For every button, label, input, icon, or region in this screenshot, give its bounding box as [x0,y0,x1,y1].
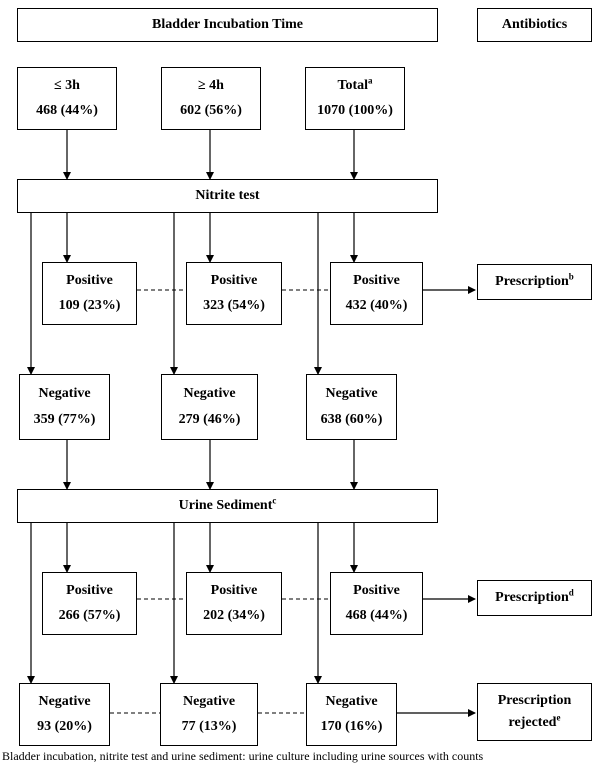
prescription-rejected-box: Prescription rejectede [477,683,592,741]
positive-label: Positive [66,583,113,599]
rejected-line1: Prescription [497,693,572,708]
group-value: 1070 (100%) [317,102,393,118]
nitrite-negative-3: Negative 638 (60%) [306,374,397,440]
prescription-b-box: Prescriptionb [477,264,592,300]
antibiotics-label: Antibiotics [501,17,568,32]
negative-label: Negative [182,694,236,710]
negative-label: Negative [325,386,378,401]
sediment-title: Urine Sediment [178,498,273,513]
sediment-negative-3: Negative 170 (16%) [306,683,397,746]
negative-value: 170 (16%) [320,718,383,734]
nitrite-negative-2: Negative 279 (46%) [161,374,258,440]
negative-value: 359 (77%) [33,412,96,427]
negative-value: 279 (46%) [178,412,241,427]
footnote-c: c [272,495,277,506]
header-antibiotics: Antibiotics [477,8,592,42]
sediment-positive-1: Positive 266 (57%) [42,572,137,635]
positive-label: Positive [210,583,258,599]
group-label-total: Totala [337,75,373,94]
positive-value: 202 (34%) [203,607,265,623]
nitrite-positive-3: Positive 432 (40%) [330,262,423,325]
figure-caption: Bladder incubation, nitrite test and uri… [2,749,484,763]
sediment-positive-3: Positive 468 (44%) [330,572,423,635]
nitrite-positive-2: Positive 323 (54%) [186,262,282,325]
footnote-b: b [568,271,574,282]
footnote-e: e [556,712,561,723]
positive-value: 109 (23%) [58,297,121,313]
positive-label: Positive [66,273,113,289]
group-box-le3h: ≤ 3h 468 (44%) [17,67,117,130]
negative-label: Negative [38,694,91,710]
group-label: ≤ 3h [54,78,80,94]
negative-label: Negative [325,694,378,710]
negative-value: 93 (20%) [37,718,92,734]
negative-value: 77 (13%) [181,718,237,734]
sediment-positive-2: Positive 202 (34%) [186,572,282,635]
urine-sediment-box: Urine Sedimentc [17,489,438,523]
prescription-label: Prescription [495,274,569,289]
sediment-negative-1: Negative 93 (20%) [19,683,110,746]
prescription-d-box: Prescriptiond [477,580,592,616]
rejected-line2: rejected [508,715,557,730]
negative-value: 638 (60%) [320,412,383,427]
nitrite-positive-1: Positive 109 (23%) [42,262,137,325]
footnote-d: d [568,587,574,598]
nitrite-test-box: Nitrite test [17,179,438,213]
positive-value: 468 (44%) [345,607,408,623]
positive-label: Positive [210,273,258,289]
header-title: Bladder Incubation Time [152,17,303,32]
group-box-total: Totala 1070 (100%) [305,67,405,130]
group-value: 602 (56%) [180,102,242,118]
nitrite-negative-1: Negative 359 (77%) [19,374,110,440]
sediment-negative-2: Negative 77 (13%) [160,683,258,746]
positive-value: 432 (40%) [345,297,408,313]
footnote-a: a [368,75,373,86]
positive-label: Positive [353,583,400,599]
positive-label: Positive [353,273,400,289]
negative-label: Negative [183,386,236,401]
group-box-ge4h: ≥ 4h 602 (56%) [161,67,261,130]
positive-value: 266 (57%) [58,607,121,623]
prescription-label: Prescription [495,590,569,605]
group-value: 468 (44%) [36,102,98,118]
negative-label: Negative [38,386,91,401]
group-label: ≥ 4h [198,78,224,94]
positive-value: 323 (54%) [203,297,265,313]
header-bladder-incubation-time: Bladder Incubation Time [17,8,438,42]
nitrite-title: Nitrite test [195,188,260,203]
